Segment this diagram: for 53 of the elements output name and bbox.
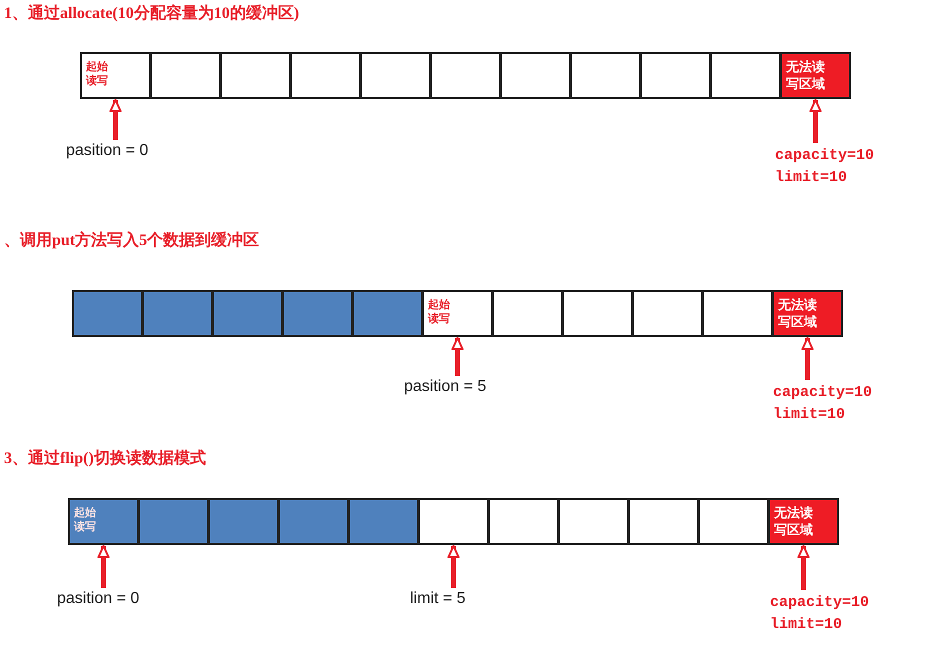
arrow	[110, 99, 122, 140]
buffer-cell	[628, 498, 699, 545]
buffer-cell: 起始读写	[68, 498, 139, 545]
buffer-cell	[352, 290, 423, 337]
pointer-label: limit=10	[775, 168, 848, 188]
step-heading: 1、通过allocate(10分配容量为10的缓冲区)	[4, 3, 300, 24]
buffer-cell	[360, 52, 431, 99]
buffer-cell	[640, 52, 711, 99]
buffer-cell	[212, 290, 283, 337]
buffer-cell	[702, 290, 773, 337]
arrow	[448, 545, 460, 588]
buffer-cell	[72, 290, 143, 337]
pointer-label: limit=10	[773, 405, 846, 425]
buffer-cell: 起始读写	[422, 290, 493, 337]
buffer-cell	[500, 52, 571, 99]
buffer-cell	[278, 498, 349, 545]
buffer-cell	[290, 52, 361, 99]
pointer-label: pasition = 0	[66, 142, 148, 160]
pointer-label: capacity=10	[773, 383, 872, 403]
step-heading: 3、通过flip()切换读数据模式	[4, 448, 206, 469]
buffer-cell	[142, 290, 213, 337]
arrow	[810, 99, 822, 143]
buffer-cell	[558, 498, 629, 545]
buffer-cell	[488, 498, 559, 545]
buffer-cell	[348, 498, 419, 545]
arrow	[452, 337, 464, 376]
buffer-cell: 无法读写区域	[768, 498, 839, 545]
buffer-cell	[492, 290, 563, 337]
buffer-cell	[220, 52, 291, 99]
pointer-label: limit=10	[770, 615, 844, 635]
buffer-cell	[418, 498, 489, 545]
buffer-cell	[632, 290, 703, 337]
buffer-cell	[698, 498, 769, 545]
arrow	[802, 337, 814, 380]
buffer-cell	[138, 498, 209, 545]
buffer-cell	[150, 52, 221, 99]
buffer-cell: 无法读写区域	[772, 290, 843, 337]
buffer-cell	[430, 52, 501, 99]
arrow	[798, 545, 810, 590]
pointer-label: capacity=10	[775, 146, 874, 166]
buffer-cell: 起始读写	[80, 52, 151, 99]
buffer-cell	[710, 52, 781, 99]
buffer-cell	[570, 52, 641, 99]
pointer-label: limit = 5	[410, 590, 466, 608]
pointer-label: pasition = 0	[57, 590, 140, 608]
buffer-cell	[208, 498, 279, 545]
buffer-cell	[562, 290, 633, 337]
step-heading: 、调用put方法写入5个数据到缓冲区	[4, 230, 260, 251]
arrow	[98, 545, 110, 588]
buffer-cell	[282, 290, 353, 337]
buffer-cell: 无法读写区域	[780, 52, 851, 99]
pointer-label: capacity=10	[770, 593, 870, 613]
pointer-label: pasition = 5	[404, 378, 486, 396]
